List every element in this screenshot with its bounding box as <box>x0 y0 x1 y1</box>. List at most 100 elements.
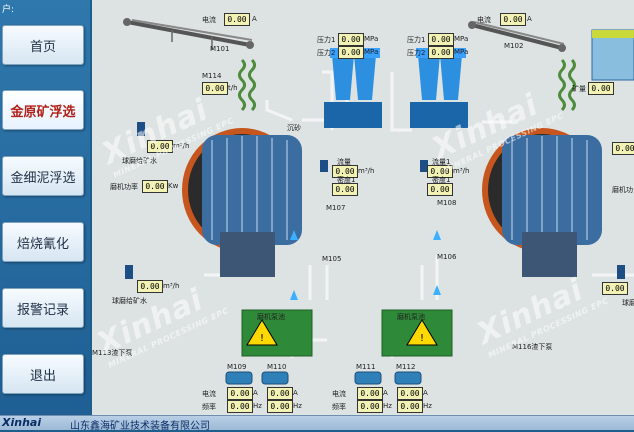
user-label: 户: <box>2 5 15 15</box>
label-mill-power-left: 磨机功率 <box>110 183 138 191</box>
value-current-m110: 0.00 <box>267 387 293 400</box>
nav-gold-slime-flotation-button[interactable]: 金细泥浮选 <box>2 156 84 196</box>
pump-m109[interactable] <box>225 371 253 385</box>
label-pressure2-left: 压力2 <box>317 49 336 57</box>
nav-exit-label: 退出 <box>29 368 56 384</box>
value-density-m107: 0.00 <box>332 183 358 196</box>
unit-pressure2-right: MPa <box>454 48 469 56</box>
nav-alarm-log-label: 报警记录 <box>16 302 69 318</box>
label-m105: M105 <box>322 255 342 263</box>
nav-gold-slime-flotation-label: 金细泥浮选 <box>10 170 76 186</box>
unit-flow1-m108: m³/h <box>453 167 470 175</box>
process-graphics: ! ! <box>123 18 634 385</box>
unit-freq-m111: Hz <box>383 402 392 410</box>
unit-current-m111: A <box>383 389 388 397</box>
pump-tank-right: ! <box>381 309 453 357</box>
label-flow1-m108: 流量1 <box>432 158 451 166</box>
value-pressure1-right: 0.00 <box>428 33 454 46</box>
ball-mill-right <box>482 128 602 277</box>
value-current-top-left: 0.00 <box>224 13 250 26</box>
conveyor-m101 <box>123 18 254 50</box>
valve-left-bottom[interactable] <box>125 265 133 279</box>
footer-bar: Xinhai 山东鑫海矿业技术装备有限公司 <box>0 415 634 432</box>
value-water-right: 0.00 <box>602 282 628 295</box>
label-flow-m107: 流量 <box>337 158 351 166</box>
pump-m111[interactable] <box>354 371 382 385</box>
value-water-left: 0.00 <box>137 280 163 293</box>
pipe-center <box>390 72 412 132</box>
valve-right-bottom[interactable] <box>617 265 625 279</box>
label-freq-m109: 频率 <box>202 403 216 411</box>
feeder-right <box>558 58 576 112</box>
label-current-top-right: 电流 <box>477 16 491 24</box>
label-m101: M101 <box>210 45 230 53</box>
value-freq-m110: 0.00 <box>267 400 293 413</box>
label-ball-feed-left: 球磨给矿水 <box>112 297 147 305</box>
footer-company-name: 山东鑫海矿业技术装备有限公司 <box>70 421 210 432</box>
value-m114: 0.00 <box>202 82 228 95</box>
label-m107: M107 <box>326 204 346 212</box>
label-m112: M112 <box>396 363 416 371</box>
label-m102: M102 <box>504 42 524 50</box>
label-ore-qty: 矿量 <box>572 85 586 93</box>
unit-pressure2-left: MPa <box>364 48 379 56</box>
value-current-m111: 0.00 <box>357 387 383 400</box>
feeder-left <box>238 58 256 112</box>
label-m110: M110 <box>267 363 287 371</box>
value-current-m112: 0.00 <box>397 387 423 400</box>
nav-gold-ore-flotation-label: 金原矿浮选 <box>10 104 76 120</box>
nav-gold-ore-flotation-button[interactable]: 金原矿浮选 <box>2 90 84 130</box>
label-ball-to-mill-left: 球磨给矿水 <box>122 157 157 165</box>
label-density-m107: 密度1 <box>337 176 356 184</box>
label-m106: M106 <box>437 253 457 261</box>
valve-left-top[interactable] <box>137 122 145 136</box>
pipe-feed-left <box>265 100 293 122</box>
valves <box>125 122 625 279</box>
unit-feed-water-left: m³/h <box>173 142 190 150</box>
value-pressure2-right: 0.00 <box>428 46 454 59</box>
pump-m112[interactable] <box>394 371 422 385</box>
pump-tank-left: ! <box>241 309 313 357</box>
svg-text:!: ! <box>420 333 424 344</box>
unit-current-m110: A <box>293 389 298 397</box>
value-freq-m109: 0.00 <box>227 400 253 413</box>
value-freq-m112: 0.00 <box>397 400 423 413</box>
footer-logo: Xinhai <box>2 416 42 429</box>
unit-pressure1-right: MPa <box>454 35 469 43</box>
unit-current-top-right: A <box>527 15 532 23</box>
label-ball-feed-right: 球磨 <box>622 299 634 307</box>
unit-flow-m107: m³/h <box>358 167 375 175</box>
nav-alarm-log-button[interactable]: 报警记录 <box>2 288 84 328</box>
label-pressure1-right: 压力1 <box>407 36 426 44</box>
label-pump-tank-left: 磨机泵池 <box>257 313 285 321</box>
value-feed-water-left: 0.00 <box>147 140 173 153</box>
nav-exit-button[interactable]: 退出 <box>2 354 84 394</box>
label-m116: M116渣下泵 <box>512 343 553 351</box>
sidebar: 户: 首页 金原矿浮选 金细泥浮选 焙烧氰化 报警记录 退出 <box>0 0 90 415</box>
unit-freq-m110: Hz <box>293 402 302 410</box>
value-ore-qty: 0.00 <box>588 82 614 95</box>
label-current-m111: 电流 <box>332 390 346 398</box>
valve-m108[interactable] <box>420 160 428 172</box>
unit-current-m112: A <box>423 389 428 397</box>
unit-m114: t/h <box>228 84 238 92</box>
unit-freq-m112: Hz <box>423 402 432 410</box>
label-m114: M114 <box>202 72 222 80</box>
nav-home-label: 首页 <box>29 39 56 55</box>
value-density-m108: 0.00 <box>427 183 453 196</box>
unit-mill-power-left: Kw <box>168 182 179 190</box>
label-pump-tank-right: 磨机泵池 <box>397 313 425 321</box>
tank-top-right <box>591 29 634 81</box>
value-pressure2-left: 0.00 <box>338 46 364 59</box>
label-current-m109: 电流 <box>202 390 216 398</box>
unit-current-top-left: A <box>252 15 257 23</box>
pump-m110[interactable] <box>261 371 289 385</box>
value-right-top-flow: 0.00 <box>612 142 634 155</box>
value-flow-m107: 0.00 <box>332 165 358 178</box>
conveyor-m102 <box>468 21 566 52</box>
process-diagram: ! ! 电流 0.00 A <box>92 0 634 415</box>
nav-home-button[interactable]: 首页 <box>2 25 84 65</box>
nav-roast-cyanide-button[interactable]: 焙烧氰化 <box>2 222 84 262</box>
unit-pressure1-left: MPa <box>364 35 379 43</box>
valve-m107[interactable] <box>320 160 328 172</box>
